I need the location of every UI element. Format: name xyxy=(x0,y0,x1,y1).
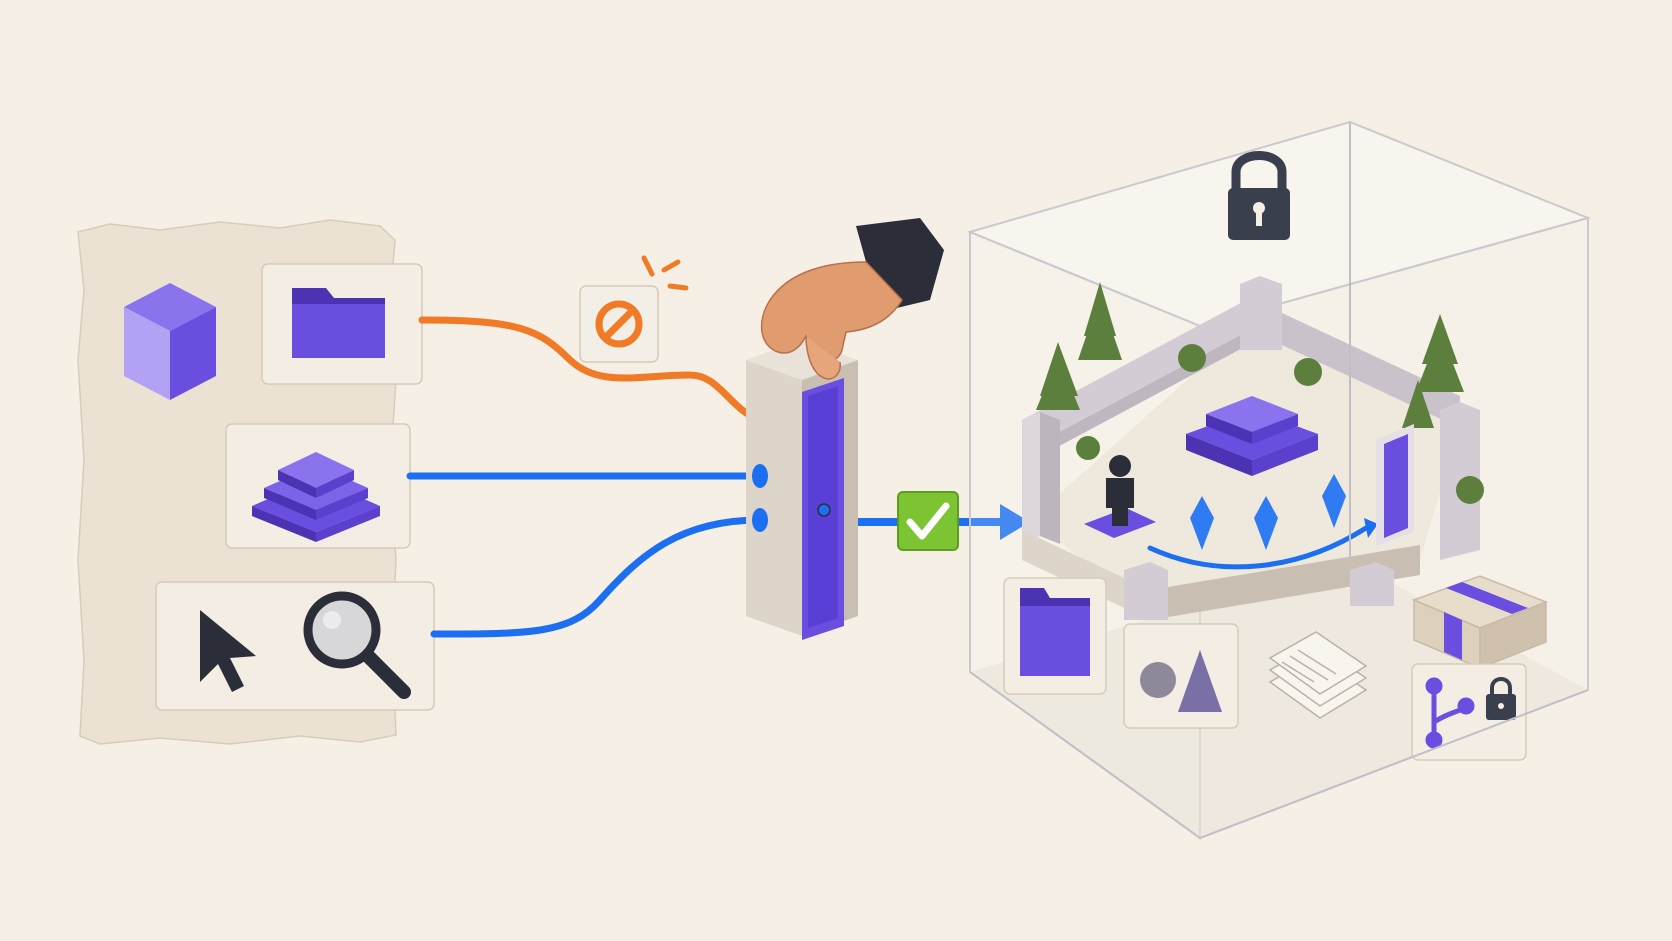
cube-icon xyxy=(124,283,216,400)
no-entry-badge xyxy=(579,255,689,363)
sandbox-vcs-card[interactable] xyxy=(1411,663,1527,761)
cursor-icon xyxy=(200,610,256,692)
gate-port xyxy=(752,508,768,532)
folder-icon xyxy=(292,288,385,358)
sandbox xyxy=(966,120,1592,840)
sandbox-folder-card[interactable] xyxy=(1003,577,1107,695)
connections xyxy=(406,316,764,638)
source-panel xyxy=(77,219,435,745)
folder-card[interactable] xyxy=(261,263,423,385)
folder-icon xyxy=(1020,588,1090,676)
door-icon xyxy=(1376,424,1414,546)
platform-icon xyxy=(1186,396,1318,476)
alert-marks xyxy=(641,255,689,291)
sandbox-documents xyxy=(1268,631,1368,719)
allowed-connection xyxy=(430,516,764,638)
no-entry-icon xyxy=(595,300,643,348)
approved-output xyxy=(858,491,1030,551)
padlock-icon xyxy=(1486,677,1516,720)
sandbox-shapes-card[interactable] xyxy=(1123,623,1239,729)
blocked-connection xyxy=(418,316,764,424)
gate[interactable] xyxy=(746,340,858,640)
glass-edges xyxy=(969,122,1589,839)
magnifier-icon xyxy=(303,591,411,699)
gate-port xyxy=(752,464,768,488)
tools-card[interactable] xyxy=(155,581,435,711)
crystal-icon xyxy=(1190,474,1346,550)
gate-pillar-front xyxy=(746,360,802,636)
padlock-icon xyxy=(1228,151,1290,240)
shapes-icon xyxy=(1140,650,1222,712)
tree-icon xyxy=(1036,282,1484,504)
check-icon xyxy=(897,491,959,551)
person-icon xyxy=(1084,455,1156,538)
door-icon xyxy=(802,378,844,640)
hand-icon xyxy=(760,218,944,380)
arrow-icon xyxy=(1147,518,1378,570)
card xyxy=(155,581,435,711)
documents-icon xyxy=(1268,631,1368,719)
stacked-layers-icon xyxy=(252,452,380,542)
git-branch-icon xyxy=(1425,677,1475,749)
layers-card[interactable] xyxy=(225,423,411,549)
